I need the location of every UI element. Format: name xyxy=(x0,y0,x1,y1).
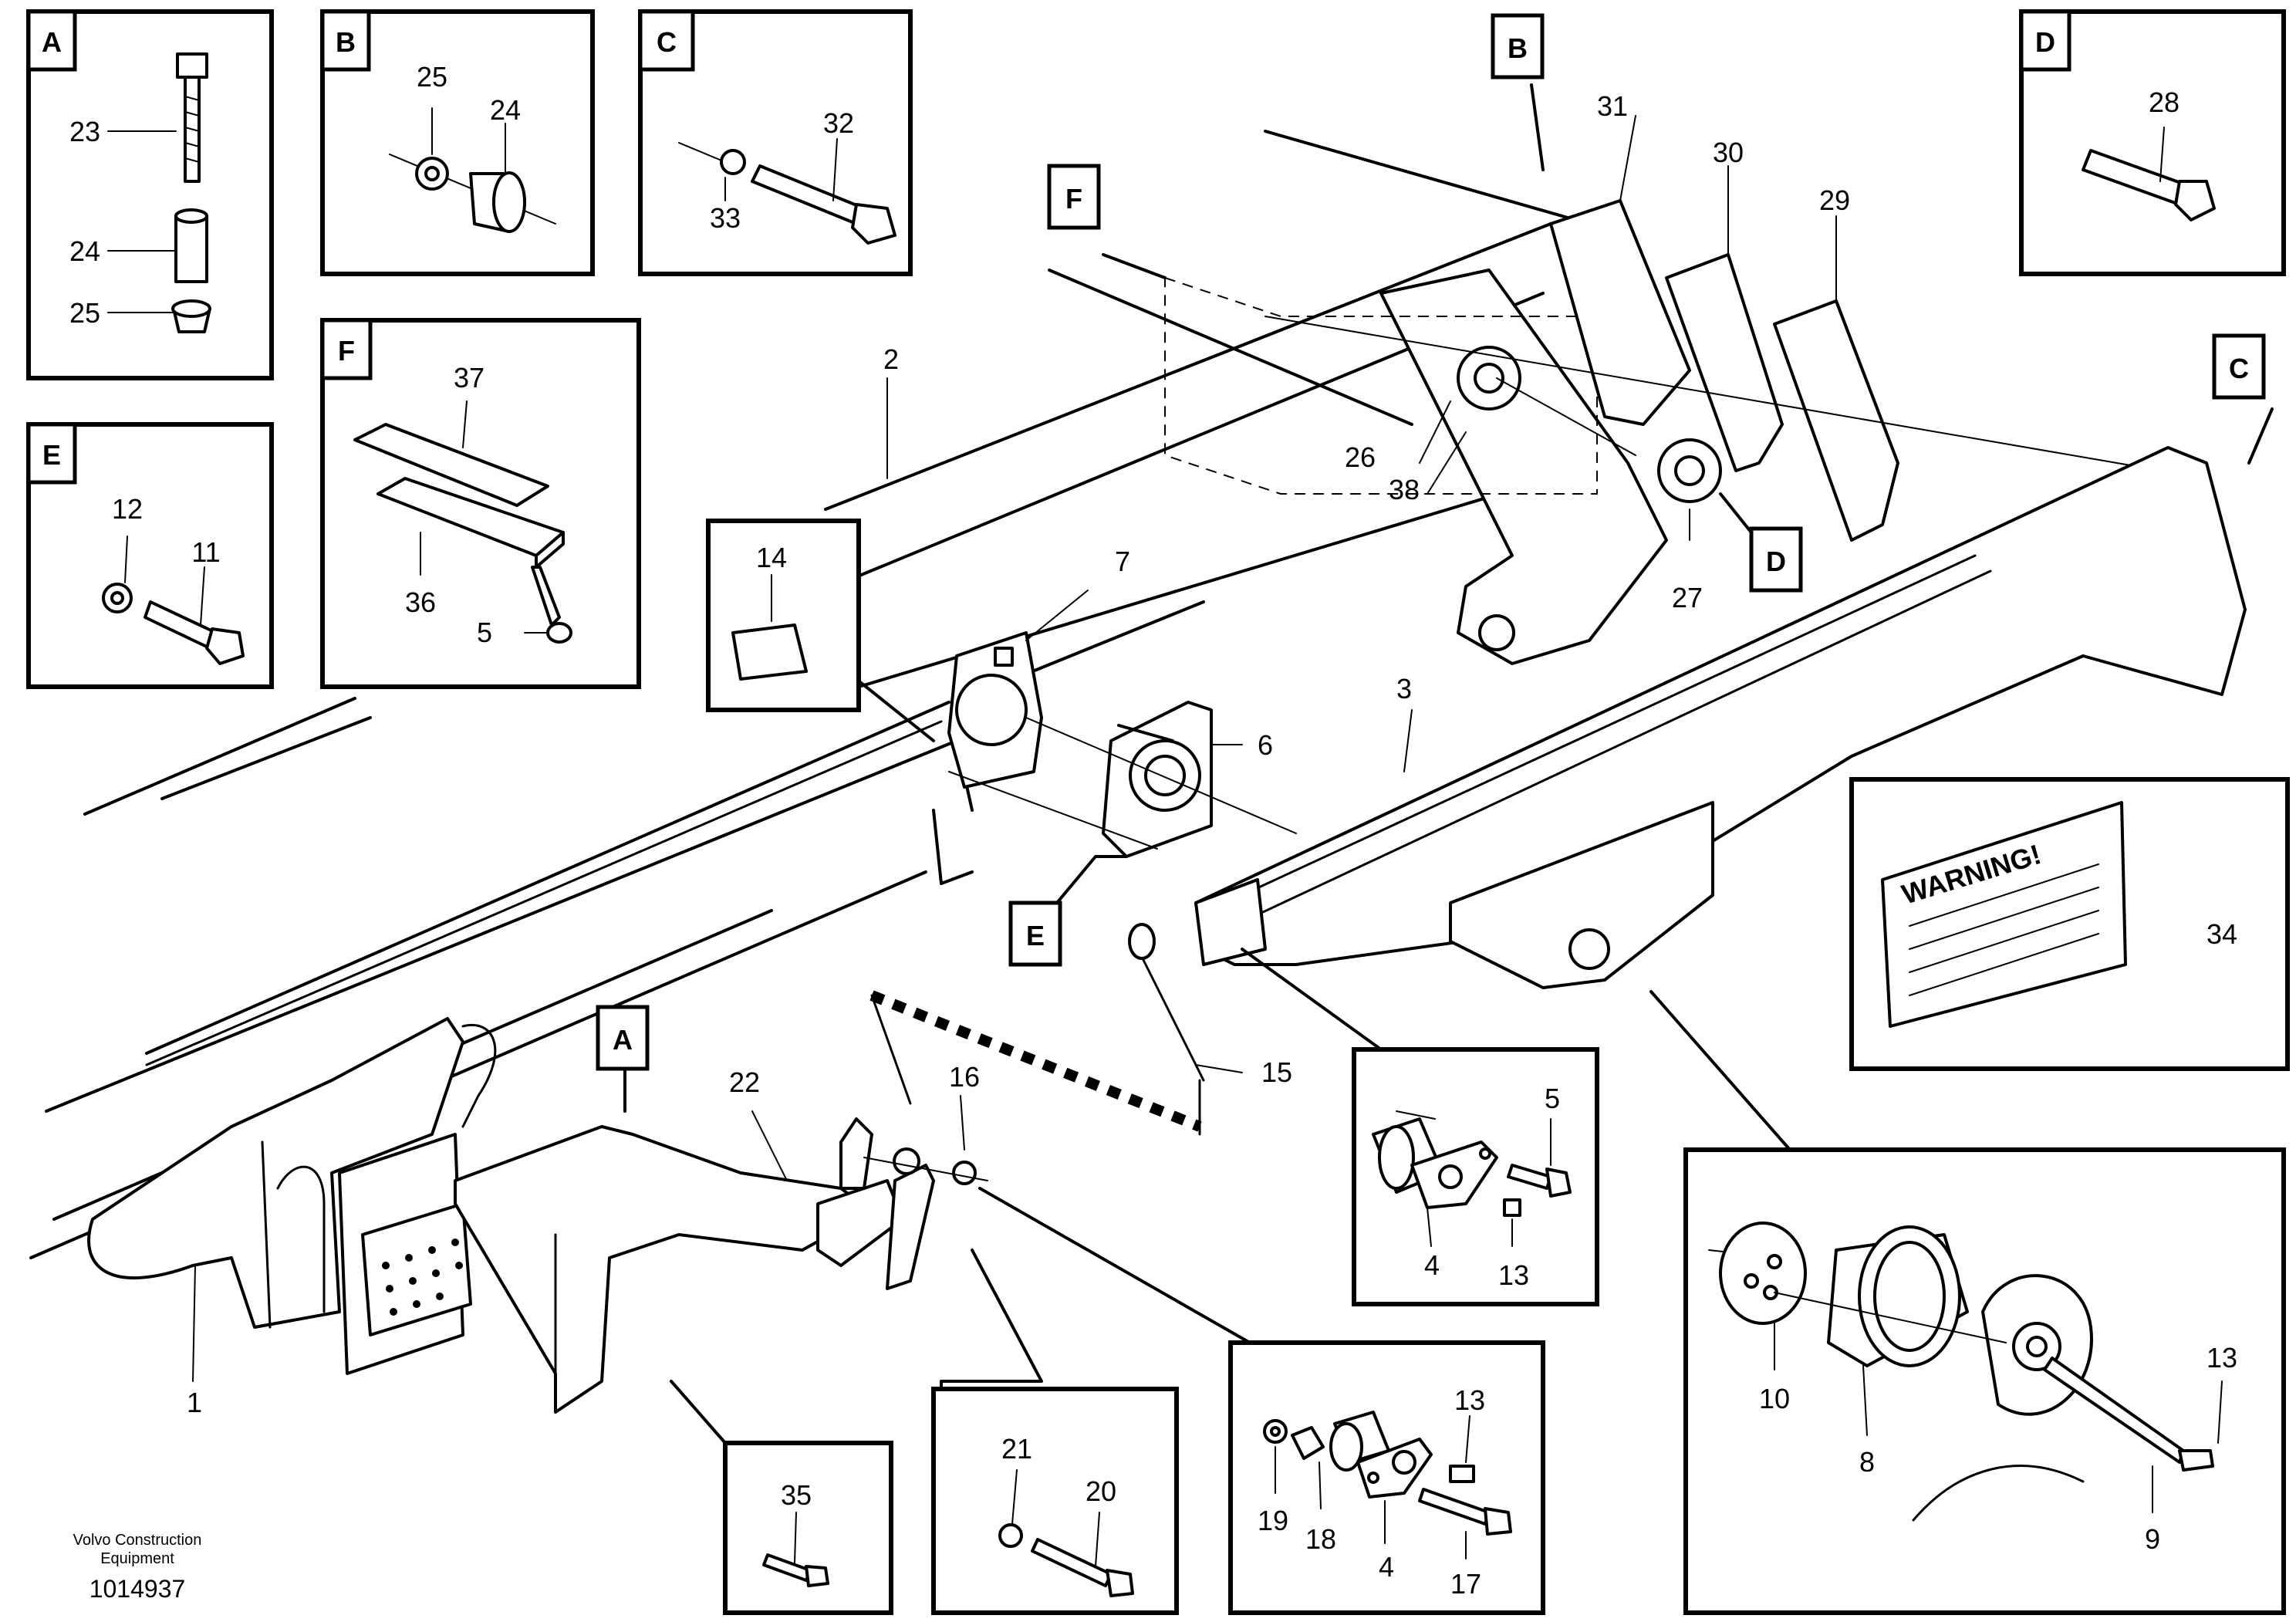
inset-c: C 32 33 xyxy=(638,9,913,276)
drawing-number: 1014937 xyxy=(89,1575,186,1603)
callout-29: 29 xyxy=(1819,184,1850,216)
inset-20-21: 21 20 xyxy=(931,1387,1179,1615)
callout-letter-f: F xyxy=(1065,183,1082,215)
inset-e-letter: E xyxy=(42,439,61,471)
callout-4: 4 xyxy=(1424,1249,1440,1281)
callout-36: 36 xyxy=(405,586,436,618)
brand-line-1: Volvo Construction xyxy=(73,1532,202,1549)
callout-20: 20 xyxy=(1086,1475,1116,1507)
callout-tags: B C F D E A xyxy=(596,13,2266,1071)
callout-27: 27 xyxy=(1672,582,1703,613)
callout-5b: 5 xyxy=(1545,1083,1560,1114)
callout-25b: 25 xyxy=(417,61,447,93)
inset-e: E 12 11 xyxy=(26,422,274,689)
callout-32: 32 xyxy=(823,107,854,139)
footer: Volvo Construction Equipment 1014937 xyxy=(73,1532,202,1603)
inset-34: WARNING! 34 xyxy=(1849,777,2290,1071)
callout-30: 30 xyxy=(1713,137,1744,168)
callout-33: 33 xyxy=(710,202,741,234)
inset-d: D 28 xyxy=(2019,9,2286,276)
inset-b-letter: B xyxy=(336,26,356,58)
inset-a: A 23 24 25 xyxy=(26,9,274,380)
main-frame-drawing xyxy=(29,130,2247,1414)
inset-pin-4-5-13: 5 4 13 xyxy=(1352,1047,1599,1306)
callout-22: 22 xyxy=(729,1066,760,1098)
part-numbers: 1 2 3 6 7 15 16 22 26 38 27 31 30 29 xyxy=(187,90,1850,1418)
callout-19: 19 xyxy=(1258,1505,1288,1536)
callout-15: 15 xyxy=(1261,1056,1292,1088)
callout-35: 35 xyxy=(781,1479,812,1511)
callout-11: 11 xyxy=(191,536,220,568)
callout-6: 6 xyxy=(1258,729,1273,761)
callout-5: 5 xyxy=(477,617,492,648)
inset-d-letter: D xyxy=(2035,26,2055,58)
inset-c-letter: C xyxy=(657,26,677,58)
callout-4b: 4 xyxy=(1379,1551,1394,1583)
callout-28: 28 xyxy=(2149,86,2180,118)
callout-8: 8 xyxy=(1859,1446,1875,1478)
inset-4-13-17-18-19: 13 19 18 4 17 xyxy=(1228,1340,1545,1615)
brand-line-2: Equipment xyxy=(100,1550,174,1567)
callout-letter-a: A xyxy=(613,1024,633,1056)
callout-37: 37 xyxy=(454,362,485,394)
callout-letter-b: B xyxy=(1508,32,1528,64)
inset-a-letter: A xyxy=(42,26,62,58)
callout-9: 9 xyxy=(2145,1523,2160,1555)
callout-2: 2 xyxy=(883,343,899,375)
callout-25: 25 xyxy=(69,297,100,329)
callout-31: 31 xyxy=(1597,90,1628,122)
bolt-pattern xyxy=(382,1238,463,1316)
callout-3: 3 xyxy=(1396,673,1412,705)
inset-14: 14 xyxy=(706,519,861,712)
callout-14: 14 xyxy=(756,542,787,573)
inset-b: B 25 24 xyxy=(320,9,595,276)
callout-16: 16 xyxy=(949,1061,980,1093)
callout-21: 21 xyxy=(1001,1433,1032,1465)
callout-13b: 13 xyxy=(1454,1384,1485,1416)
callout-12: 12 xyxy=(112,493,143,525)
callout-18: 18 xyxy=(1305,1523,1336,1555)
callout-24b: 24 xyxy=(490,94,521,126)
callout-1: 1 xyxy=(187,1387,202,1418)
callout-10: 10 xyxy=(1759,1383,1790,1414)
inset-wheel-8-9-10-13: 10 8 9 13 xyxy=(1683,1147,2286,1615)
callout-letter-c: C xyxy=(2229,353,2249,384)
callout-26: 26 xyxy=(1345,441,1376,473)
callout-34: 34 xyxy=(2207,918,2237,950)
inset-f: F 37 36 5 xyxy=(320,318,641,689)
callout-13: 13 xyxy=(1498,1259,1529,1291)
inset-35: 35 xyxy=(723,1441,893,1615)
callout-24: 24 xyxy=(69,235,100,267)
callout-13c: 13 xyxy=(2207,1342,2237,1374)
callout-38: 38 xyxy=(1389,474,1420,505)
inset-f-letter: F xyxy=(338,335,355,367)
callout-letter-d: D xyxy=(1766,546,1786,577)
callout-7: 7 xyxy=(1115,546,1130,577)
callout-letter-e: E xyxy=(1026,920,1045,951)
callout-17: 17 xyxy=(1450,1568,1481,1600)
callout-23: 23 xyxy=(69,116,100,147)
